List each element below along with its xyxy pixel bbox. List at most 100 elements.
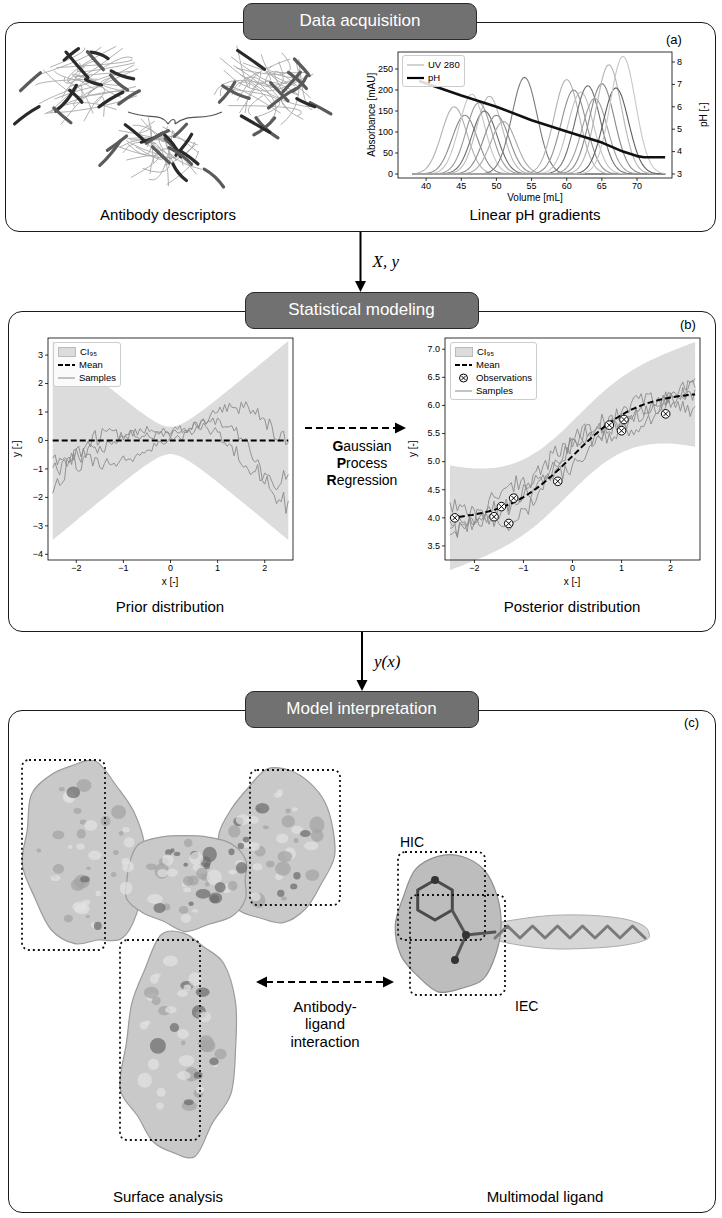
- surface-patch: [196, 987, 210, 997]
- tick-label: 0: [388, 169, 393, 179]
- arrow-head: [256, 977, 267, 988]
- legend-text: CI₉₅: [80, 346, 97, 357]
- tick-label: 40: [421, 181, 431, 191]
- surface-patch: [215, 882, 226, 893]
- tick-label: 50: [491, 181, 501, 191]
- surface-lobe: [125, 836, 246, 932]
- tick-label: 150: [378, 106, 393, 116]
- edge-label: X, y: [370, 252, 402, 272]
- surface-patch: [243, 837, 250, 843]
- edge-label: y(x): [371, 652, 403, 672]
- initial: R: [327, 472, 337, 488]
- observation-marker: [555, 479, 560, 484]
- beta-strand: [100, 141, 121, 166]
- surface-patch: [74, 904, 89, 915]
- ribbon-loop: [220, 86, 280, 113]
- surface-patch: [184, 985, 192, 991]
- surface-patch: [157, 869, 168, 877]
- surface-patch: [88, 851, 101, 861]
- surface-patch: [294, 838, 299, 843]
- legend-text: Samples: [476, 385, 513, 396]
- dotted-region: [22, 760, 105, 950]
- tick-label: 50: [383, 148, 393, 158]
- tick: [637, 178, 638, 181]
- dotted-region: [120, 940, 200, 1140]
- tick: [461, 178, 462, 181]
- tick: [442, 405, 445, 406]
- tick: [672, 129, 675, 130]
- connector-line: [361, 632, 363, 681]
- sample-curve: [53, 418, 289, 514]
- beta-strand: [204, 169, 223, 187]
- observation-marker: [504, 519, 513, 528]
- tick-label: 6: [677, 102, 682, 112]
- legend-row: Samples: [455, 384, 532, 397]
- beta-strand: [271, 83, 288, 101]
- tick-label: −4: [33, 549, 43, 559]
- legend-swatch: [58, 347, 76, 357]
- surface-patch: [155, 863, 169, 878]
- surface-patch: [67, 787, 81, 799]
- connector-arrow: [355, 232, 366, 292]
- tick: [264, 560, 265, 563]
- observation-marker: [619, 428, 624, 433]
- axis-label: x [-]: [564, 576, 581, 588]
- method-word: Regression: [327, 472, 398, 489]
- surface-patch: [144, 1021, 150, 1026]
- panel-letter: (a): [666, 33, 682, 48]
- surface-patch: [120, 882, 133, 895]
- beta-strand: [153, 147, 170, 163]
- surface-patch: [162, 854, 173, 865]
- axis-label: Volume [mL]: [507, 192, 563, 204]
- beta-strand: [54, 108, 71, 123]
- tick-label: 2: [668, 563, 673, 573]
- ribbon-loop: [133, 125, 197, 174]
- surface-patch: [146, 863, 157, 870]
- ribbon-loop: [228, 106, 301, 117]
- hinge: [128, 112, 222, 124]
- connector-line: [360, 232, 362, 282]
- tick: [45, 525, 48, 526]
- ligand-surface: [490, 915, 650, 949]
- surface-patch: [236, 814, 250, 825]
- observation-marker: [661, 410, 670, 419]
- observation-marker: [497, 502, 506, 511]
- tick-label: 7: [677, 79, 682, 89]
- dotted-region: [250, 770, 340, 905]
- surface-patch: [252, 863, 262, 870]
- mean-line: [450, 394, 695, 517]
- tick: [496, 178, 497, 181]
- legend-swatch: [455, 347, 473, 357]
- axis-label: x [-]: [162, 576, 179, 588]
- surface-patch: [266, 861, 275, 868]
- ribbon-loop: [239, 77, 289, 111]
- connector-arrow: [357, 632, 368, 691]
- beta-strand: [146, 131, 168, 144]
- plot-frame: [48, 338, 293, 560]
- surface-patch: [86, 866, 90, 870]
- tick-label: 2: [38, 378, 43, 388]
- tick: [45, 468, 48, 469]
- legend-row: Samples: [58, 371, 116, 384]
- surface-patch: [150, 1038, 166, 1054]
- sample-curve: [53, 422, 289, 490]
- caption: Surface analysis: [113, 1188, 223, 1205]
- ligand-bond: [452, 910, 495, 960]
- surface-patch: [196, 1086, 204, 1093]
- surface-patch: [174, 852, 180, 856]
- legend-sample: [455, 373, 472, 383]
- legend-line: [58, 364, 75, 366]
- beta-strand: [294, 59, 309, 76]
- confidence-band: [450, 342, 695, 570]
- panel-letter: (b): [680, 318, 696, 333]
- interaction-label: Antibody-ligand interaction: [279, 998, 371, 1050]
- tick: [395, 153, 398, 154]
- surface-patch: [238, 843, 244, 849]
- surface-patch: [124, 837, 135, 847]
- surface-patch: [188, 972, 201, 986]
- beta-strand: [111, 71, 134, 79]
- ribbon-loop: [123, 142, 156, 153]
- observation-marker: [492, 514, 497, 519]
- tick-label: 45: [456, 181, 466, 191]
- legend-sample: [407, 60, 424, 70]
